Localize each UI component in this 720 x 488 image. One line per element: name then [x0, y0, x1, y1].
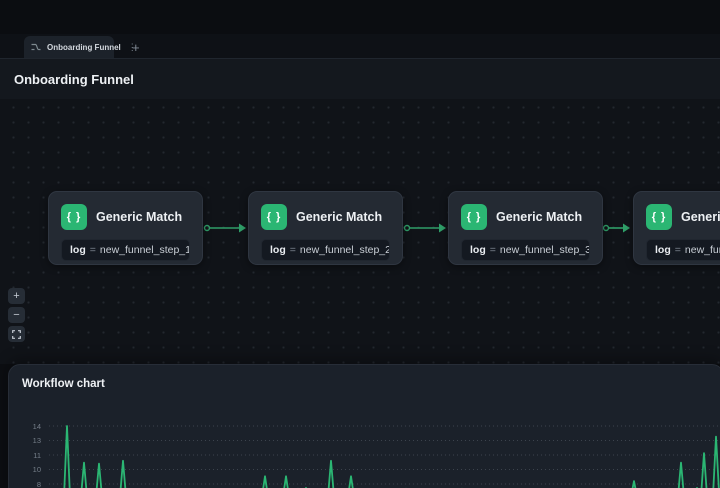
edge-2 [403, 223, 446, 233]
braces-icon: { } [61, 204, 87, 230]
braces-icon: { } [461, 204, 487, 230]
condition-key: log [270, 244, 286, 256]
node-generic-match-2[interactable]: { } Generic Match log = new_funnel_step_… [248, 191, 403, 265]
node-generic-match-3[interactable]: { } Generic Match log = new_funnel_step_… [448, 191, 603, 265]
tab-label: Onboarding Funnel [47, 42, 121, 52]
node-condition: log = new_funnel_step_4 [646, 239, 720, 261]
y-tick-label: 11 [33, 450, 41, 460]
tab-strip: Onboarding Funnel ⋮ + [0, 34, 720, 58]
node-title: Generic Match [96, 210, 183, 224]
y-tick-label: 14 [32, 421, 41, 431]
fit-view-button[interactable] [8, 326, 25, 342]
workflow-canvas[interactable]: { } Generic Match log = new_funnel_step_… [0, 99, 720, 364]
condition-value: new_funnel_step_3 [499, 244, 590, 256]
workflow-chart-panel: Workflow chart 14 13 11 10 8 [8, 364, 720, 488]
zoom-controls: + − [8, 288, 25, 342]
page-title: Onboarding Funnel [14, 71, 134, 87]
edge-3 [602, 223, 630, 233]
zoom-out-button[interactable]: − [8, 307, 25, 323]
condition-operator: = [674, 244, 681, 256]
node-title: Generic Match [296, 210, 383, 224]
condition-operator: = [89, 244, 96, 256]
workflow-icon [30, 42, 42, 52]
y-tick-label: 8 [36, 479, 41, 488]
braces-icon: { } [646, 204, 672, 230]
node-generic-match-4[interactable]: { } Generic Match log = new_funnel_step_… [633, 191, 720, 265]
node-condition: log = new_funnel_step_1 [61, 239, 190, 261]
braces-icon: { } [261, 204, 287, 230]
tab-menu-icon[interactable]: ⋮ [127, 41, 137, 52]
y-tick-label: 10 [32, 465, 41, 474]
page-header: Onboarding Funnel [0, 58, 720, 99]
condition-key: log [470, 244, 486, 256]
node-title: Generic Match [496, 210, 583, 224]
fit-view-icon [12, 329, 21, 339]
condition-value: new_funnel_step_4 [684, 244, 720, 256]
condition-key: log [655, 244, 671, 256]
workflow-line-chart [49, 425, 720, 488]
new-tab-button[interactable]: + [132, 39, 140, 55]
condition-operator: = [289, 244, 296, 256]
condition-value: new_funnel_step_1 [99, 244, 190, 256]
condition-key: log [70, 244, 86, 256]
node-condition: log = new_funnel_step_2 [261, 239, 390, 261]
y-tick-label: 13 [32, 436, 41, 445]
condition-operator: = [489, 244, 496, 256]
chart-title: Workflow chart [22, 378, 105, 390]
zoom-in-button[interactable]: + [8, 288, 25, 304]
window-top-bar [0, 0, 720, 34]
node-condition: log = new_funnel_step_3 [461, 239, 590, 261]
node-title: Generic Match [681, 210, 720, 224]
condition-value: new_funnel_step_2 [299, 244, 390, 256]
tab-onboarding-funnel[interactable]: Onboarding Funnel ⋮ [24, 36, 137, 58]
edge-1 [203, 223, 246, 233]
node-generic-match-1[interactable]: { } Generic Match log = new_funnel_step_… [48, 191, 203, 265]
